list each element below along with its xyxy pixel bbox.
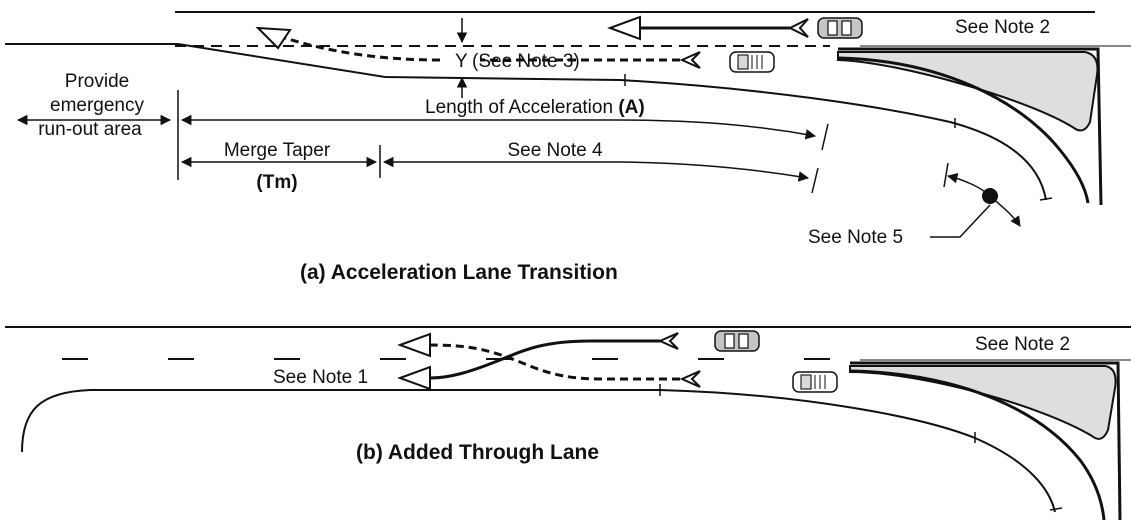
- path-chevron-b1: [657, 332, 679, 350]
- car-icon: [817, 17, 863, 39]
- vehicle-path-solid-b: [429, 339, 660, 380]
- merge-taper-label: Merge Taper: [224, 140, 331, 161]
- length-label: Length of Acceleration (A): [425, 97, 645, 118]
- see-note-4-label: See Note 4: [507, 140, 602, 161]
- acceleration-length-dim: [180, 114, 817, 140]
- see-note-1-label: See Note 1: [273, 367, 368, 388]
- panel-a: Y (See Note 3) See Note 2 Provide emerge…: [5, 11, 1131, 284]
- dim-end-tick: [811, 167, 819, 194]
- ramp-inner-edge-b: [849, 369, 1106, 520]
- panel-a-caption: (a) Acceleration Lane Transition: [300, 261, 618, 284]
- gore-island-a: [837, 51, 1099, 132]
- ramp-inner-edge-a: [837, 56, 1090, 204]
- note-4-dim: [382, 156, 810, 182]
- path-arrowhead-b1: [397, 332, 431, 358]
- note-5-leader: [930, 204, 991, 238]
- see-note-3-label: (See Note 3): [472, 51, 580, 72]
- tick-mark: [1039, 197, 1053, 201]
- panel-b: See Note 1 See Note 2 (b) Added Through …: [5, 326, 1131, 520]
- path-arrowhead-a2: [255, 26, 292, 50]
- note-5-point: [982, 188, 998, 204]
- path-chevron-a2: [679, 51, 701, 69]
- merge-taper-symbol: (Tm): [256, 172, 297, 193]
- path-chevron-b2: [679, 370, 701, 388]
- lane-edge-taper-a: [177, 43, 1047, 201]
- car-icon: [792, 371, 838, 393]
- tick-mark: [1049, 507, 1063, 511]
- ramp-outer-edge-b: [850, 361, 1122, 520]
- dim-end-tick: [943, 162, 949, 188]
- path-arrowhead-a1: [607, 15, 641, 41]
- road-edge-bottom-b: [21, 389, 1056, 513]
- vehicle-path-dashed-a: [284, 36, 680, 62]
- path-chevron-a1: [787, 18, 809, 38]
- path-arrowhead-b2: [397, 365, 431, 391]
- panel-b-caption: (b) Added Through Lane: [356, 441, 599, 464]
- y-marker-label: Y: [455, 51, 468, 72]
- see-note-2-label-b: See Note 2: [975, 334, 1070, 355]
- provide-label-line2: emergency: [50, 95, 144, 116]
- see-note-5-label: See Note 5: [808, 227, 903, 248]
- see-note-2-label-a: See Note 2: [955, 17, 1050, 38]
- gore-island-b: [849, 365, 1117, 440]
- dim-end-tick: [821, 123, 829, 151]
- car-icon: [714, 330, 760, 352]
- ramp-outer-edge-a: [838, 47, 1103, 206]
- vehicle-path-dashed-b: [429, 343, 680, 381]
- provide-label-line1: Provide: [65, 71, 129, 92]
- provide-label-line3: run-out area: [38, 119, 142, 140]
- car-icon: [729, 51, 775, 73]
